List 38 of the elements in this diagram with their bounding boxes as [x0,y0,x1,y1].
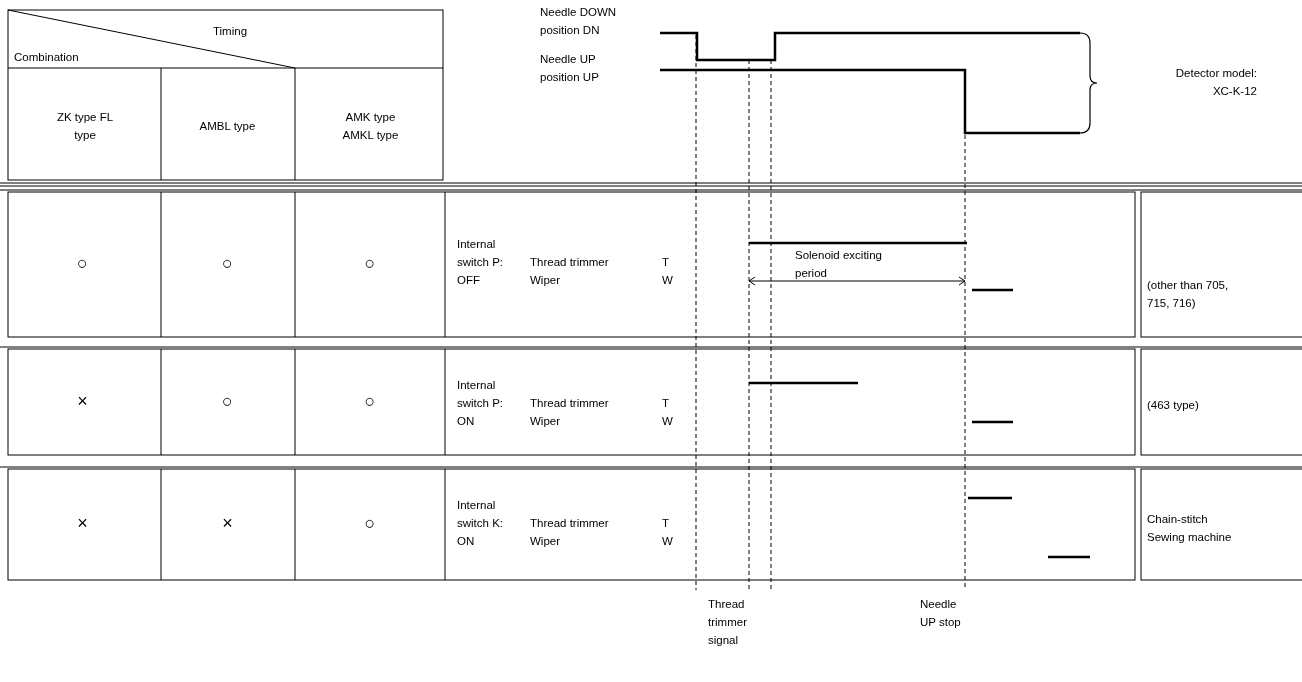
cross-mark: × [76,392,89,410]
header-label: Combination [14,50,80,65]
column-header: ZK type FL type [55,110,115,143]
signal-label: Needle DOWN position DN [540,5,618,38]
signal-label: T [662,255,671,270]
cross-mark: × [221,514,234,532]
circle-mark: ○ [363,254,377,272]
note-text: Detector model: XC-K-12 [1174,66,1257,99]
signal-label: Wiper [530,273,562,288]
signal-label: Thread trimmer [530,396,610,411]
circle-mark: ○ [363,392,377,410]
column-header: AMBL type [198,119,257,134]
header-label: Timing [211,24,249,39]
note-text: (463 type) [1147,398,1200,413]
circle-mark: ○ [76,254,89,272]
signal-label: Wiper [530,534,562,549]
signal-label: W [662,534,674,549]
timing-label: Thread trimmer signal [708,597,748,648]
signal-label: W [662,414,674,429]
signal-label: Thread trimmer [530,516,610,531]
signal-label: Thread trimmer [530,255,610,270]
signal-label: T [662,396,671,411]
switch-setting: Internal switch K: ON [457,498,503,549]
cross-mark: × [76,514,89,532]
note-text: Chain-stitch Sewing machine [1147,512,1233,545]
circle-mark: ○ [363,514,377,532]
note-text: (other than 705, 715, 716) [1147,278,1230,311]
circle-mark: ○ [221,254,234,272]
timing-label: Needle UP stop [920,597,962,630]
switch-setting: Internal switch P: OFF [457,237,503,288]
signal-label: W [662,273,674,288]
switch-setting: Internal switch P: ON [457,378,503,429]
signal-label: T [662,516,671,531]
dimension-label: Solenoid exciting period [795,248,883,281]
signal-label: Wiper [530,414,562,429]
column-header: AMK type AMKL type [341,110,400,143]
signal-label: Needle UP position UP [540,52,600,85]
circle-mark: ○ [221,392,234,410]
